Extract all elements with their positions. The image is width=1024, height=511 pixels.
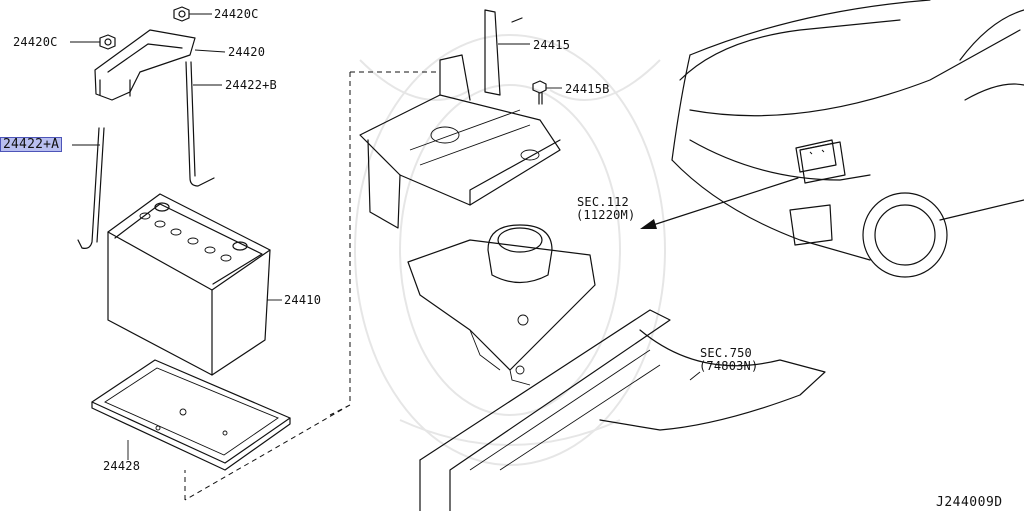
label-24422b: 24422+B: [225, 78, 277, 92]
label-24422a-highlighted[interactable]: 24422+A: [0, 137, 63, 152]
figure-code: J244009D: [936, 495, 1003, 510]
label-24415: 24415: [533, 38, 571, 52]
bracket-nut-left: [99, 34, 116, 50]
battery-bracket: [94, 29, 196, 101]
watermark-emblem: [354, 34, 666, 466]
battery-tray: [91, 359, 291, 471]
location-arrow: [640, 177, 799, 229]
label-sec112: SEC.112: [577, 195, 629, 209]
label-sec750: SEC.750: [700, 346, 752, 360]
battery-support-bracket: [359, 9, 561, 229]
leader-lines: [70, 13, 701, 460]
label-24420c-left: 24420C: [13, 35, 58, 49]
hold-down-rod-a: [77, 127, 105, 249]
label-24410: 24410: [284, 293, 322, 307]
label-24420c-top: 24420C: [214, 7, 259, 21]
label-24420: 24420: [228, 45, 266, 59]
bracket-nut-top: [173, 6, 190, 22]
label-24428: 24428: [103, 459, 141, 473]
label-sec112-sub: (11220M): [576, 208, 636, 222]
hold-down-rod-b: [185, 61, 215, 187]
label-24415b: 24415B: [565, 82, 610, 96]
lower-housing: [407, 224, 596, 386]
battery: [107, 193, 271, 376]
support-bolt: [532, 80, 547, 105]
assembly-guide-dashed: [184, 71, 440, 501]
label-sec750-sub: (74803N): [699, 359, 759, 373]
small-battery-icon: [795, 139, 837, 173]
vehicle-outline: [671, 0, 1024, 278]
frame-member: [419, 309, 826, 511]
